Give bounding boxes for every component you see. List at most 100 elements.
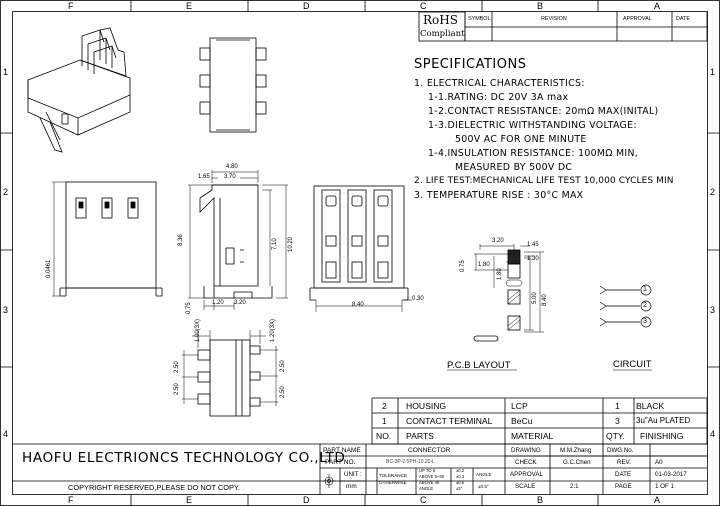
spec-line-5: 500V AC FOR ONE MINUTE <box>455 134 587 145</box>
spec-line-6: 1-4.INSULATION RESISTANCE: 100MΩ MIN, <box>428 148 639 159</box>
scale-label: SCALE <box>515 483 536 490</box>
dim-left-a: 2.50 <box>174 361 180 373</box>
rev-col-symbol: SYMBOL <box>468 16 491 22</box>
parts-header-finish: FINISHING <box>640 431 684 441</box>
parts-header-no: NO. <box>376 431 392 441</box>
pcb-dim-1-45: 1.45 <box>527 242 539 248</box>
row-label-right-4: 4 <box>710 429 716 439</box>
scale-value: 2:1 <box>570 483 579 490</box>
part-name-label: PART NAME <box>323 447 361 454</box>
dim-8-40: 8.40 <box>352 302 364 308</box>
parts-row-1-no: 1 <box>382 416 387 426</box>
row-label-right-2: 2 <box>710 187 716 197</box>
spec-line-8: 2. LIFE TEST:MECHANICAL LIFE TEST 10,000… <box>414 176 674 186</box>
top-view <box>199 37 267 133</box>
spec-line-3: 1-2.CONTACT RESISTANCE: 20mΩ MAX(INITAL) <box>428 106 659 117</box>
spec-line-4: 1-3.DIELECTRIC WITHSTANDING VOLTAGE: <box>428 120 637 131</box>
row-label-1: 1 <box>3 67 9 77</box>
parts-row-1-part: CONTACT TERMINAL <box>406 416 493 426</box>
bottom-view <box>182 330 278 417</box>
pcb-layout-label: P.C.B LAYOUT <box>447 360 511 371</box>
front-view <box>52 181 163 297</box>
part-no-value: BC-3P-2.5PH-10.20-L <box>386 459 435 465</box>
pcb-dim-3-20: 3.20 <box>492 238 504 244</box>
dim-top-a: 1.00(3X) <box>195 318 201 342</box>
rohs-compliant: Compliant <box>420 29 465 39</box>
projection-symbol <box>322 474 336 488</box>
dim-top-b: 1.20(3X) <box>270 318 276 342</box>
spec-line-9: 3. TEMPERATURE RISE : 30°C MAX <box>414 190 584 201</box>
dim-10-20: 10.20 <box>288 236 294 252</box>
dim-0-0461: 0.0461 <box>46 259 52 278</box>
dim-0-75: 0.75 <box>186 302 192 314</box>
tol-value-3: ±0.5 <box>456 480 465 485</box>
spec-title: SPECIFICATIONS <box>414 57 527 72</box>
col-label-top-e: E <box>186 1 193 11</box>
pcb-dim-0-75: 0.75 <box>460 260 466 272</box>
parts-header-part: PARTS <box>406 431 434 441</box>
side-view <box>188 170 288 310</box>
dim-0-30: 0.30 <box>412 296 424 302</box>
circuit-pin-1: 1 <box>643 286 647 293</box>
pcb-dim-5-00: 5.00 <box>532 292 538 304</box>
col-label-bottom-e: E <box>186 495 193 505</box>
rohs-mark: RoHS <box>423 13 458 27</box>
col-label-top-d: D <box>303 1 310 11</box>
tol-range-3: ABOVE 30 <box>419 480 440 485</box>
rev-col-revision: REVISION <box>541 16 567 22</box>
spec-line-7: MEASURED BY 500V DC <box>455 162 573 173</box>
check-value: G.C.Chen <box>563 459 591 466</box>
rev-value: A0 <box>655 459 663 466</box>
tol-range-1: UP TO 5 <box>419 468 436 473</box>
row-label-right-1: 1 <box>710 67 716 77</box>
unit-value: mm <box>346 483 357 490</box>
date-value: 01-03-2017 <box>655 471 687 478</box>
dim-1-65: 1.65 <box>198 174 210 180</box>
tol-range-4: ANGLE <box>419 486 434 491</box>
circuit-label: CIRCUIT <box>613 359 652 370</box>
col-label-bottom-f: F <box>68 495 74 505</box>
parts-row-1-finish: 3u"Au PLATED <box>636 416 691 425</box>
title-block-grid <box>12 443 708 494</box>
pcb-dim-1-80a: 1.80 <box>478 262 490 268</box>
col-label-top-a: A <box>654 1 661 11</box>
parts-row-2-no: 2 <box>382 401 387 411</box>
isometric-view <box>27 27 131 153</box>
part-no-label: PART NO. <box>325 459 356 466</box>
drawing-label: DRAWING <box>511 447 541 454</box>
parts-row-2-qty: 1 <box>615 401 620 411</box>
tol-value-1: ±0.2 <box>456 468 465 473</box>
tolerance-label: TOLERANCE <box>379 473 407 478</box>
page-label: PAGE <box>615 483 632 490</box>
circuit-pin-2: 2 <box>643 302 647 309</box>
tol-range-2: ABOVE 5~30 <box>419 474 445 479</box>
tol-value-4: ±3° <box>456 486 463 491</box>
parts-row-1-qty: 3 <box>615 416 620 426</box>
col-label-bottom-b: B <box>537 495 544 505</box>
row-label-3: 3 <box>3 305 9 315</box>
row-label-right-3: 3 <box>710 305 716 315</box>
parts-row-2-finish: BLACK <box>636 401 665 411</box>
rev-label: REV. <box>617 459 631 466</box>
pcb-dim-1-30: 1.30 <box>527 256 539 262</box>
unit-label: UNIT : <box>344 471 362 478</box>
pcb-dim-1-80b: 1.80 <box>497 268 503 280</box>
back-view <box>309 185 412 312</box>
col-label-bottom-a: A <box>654 495 661 505</box>
spec-line-1: 1. ELECTRICAL CHARACTERISTICS: <box>414 78 585 89</box>
drawing-value: M.M.Zhang <box>560 447 592 454</box>
row-label-4: 4 <box>3 429 9 439</box>
pcb-layout-drawing <box>473 244 544 342</box>
otherwise-label: OTHERWISE <box>379 480 407 485</box>
copyright-notice: COPYRIGHT RESERVED,PLEASE DO NOT COPY. <box>68 483 240 492</box>
company-name: HAOFU ELECTRIONCS TECHNOLOGY CO.,LTD <box>22 450 346 466</box>
circuit-drawing <box>599 284 652 328</box>
col-label-top-c: C <box>420 1 427 11</box>
dim-8-36: 8.36 <box>178 234 184 246</box>
angle-tol: ±0.5° <box>478 484 489 489</box>
spec-line-2: 1-1.RATING: DC 20V 3A max <box>428 92 569 103</box>
approval-label: APPROVAL <box>510 471 543 478</box>
part-name-value: CONNECTOR <box>408 447 451 454</box>
col-label-top-b: B <box>537 1 544 11</box>
